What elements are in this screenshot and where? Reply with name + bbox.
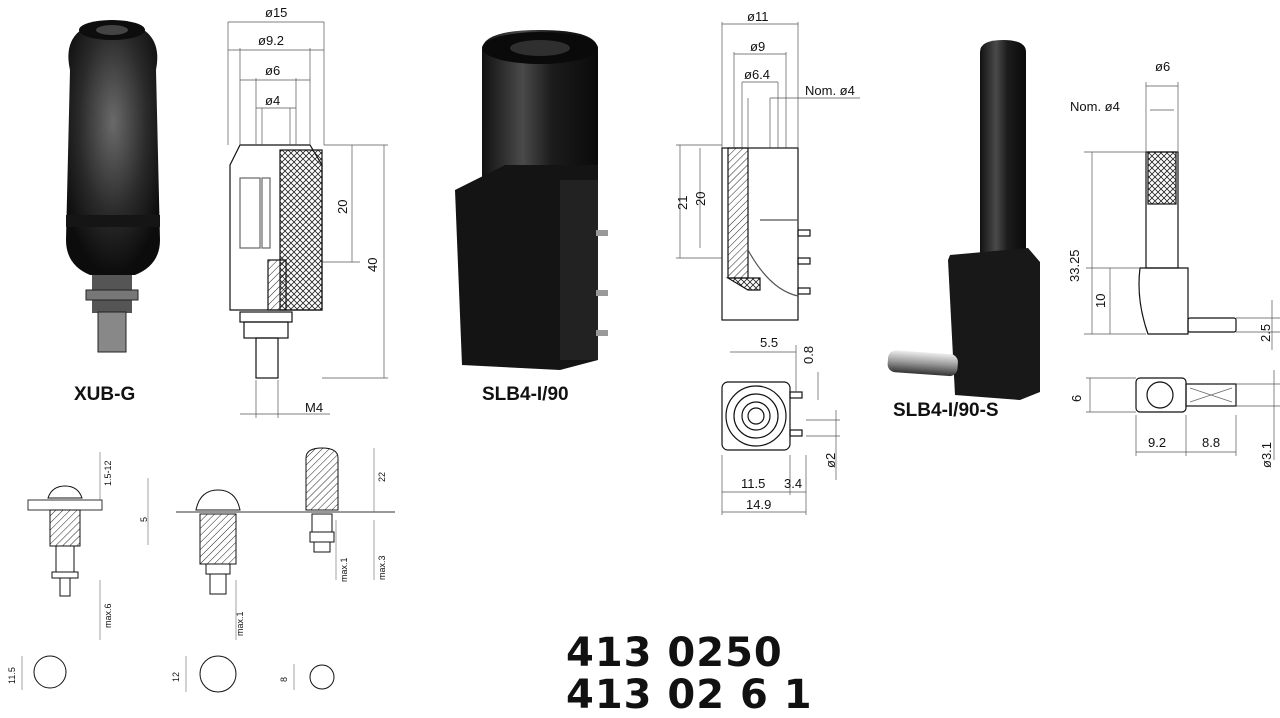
dim-mount-1-5-12: 1.5-12	[103, 460, 113, 486]
slb4-i90-s-photo	[887, 40, 1040, 400]
datasheet-page: XUB-G SLB4-I/90 SLB4-I/90-S ø15 ø9.2 ø6 …	[7, 5, 1280, 718]
dim-slb-d11: ø11	[747, 9, 769, 24]
slb4-i90-top-view	[721, 345, 840, 515]
dim-mount-max1-b: max.1	[339, 557, 349, 582]
dim-slb-t0-8: 0.8	[801, 345, 816, 364]
dim-mount-hole-11-5: 11.5	[7, 667, 17, 684]
dim-slb-h21: 21	[675, 195, 690, 210]
dim-xub-d9-2: ø9.2	[258, 33, 285, 48]
dim-slbs-h33-25: 33.25	[1067, 249, 1082, 282]
slb4-i90-drawing	[676, 22, 860, 321]
dim-slb-w3-4: 3.4	[784, 476, 803, 491]
xub-g-drawing	[227, 21, 388, 418]
handwritten-part-number-1: 413 0250	[566, 630, 783, 676]
xub-g-photo	[66, 20, 160, 353]
dim-mount-max6: max.6	[103, 603, 113, 628]
dim-mount-hole-8: 8	[279, 676, 289, 682]
dim-slb-h20: 20	[693, 191, 708, 206]
slb4-i90-s-drawing	[1084, 82, 1280, 350]
product-label-slb4-i90-s: SLB4-I/90-S	[893, 400, 999, 421]
dim-mount-hole-12: 12	[171, 671, 181, 682]
handwritten-part-number-2: 413 02 6 1	[566, 672, 813, 718]
dim-slbs-w8-8: 8.8	[1202, 435, 1221, 450]
panel-mounting-drawings	[21, 447, 395, 693]
dim-slbs-w9-2: 9.2	[1148, 435, 1167, 450]
dim-slb-pin-d2: ø2	[823, 452, 838, 468]
dim-mount-22: 22	[377, 471, 387, 482]
product-label-xub-g: XUB-G	[74, 384, 136, 405]
dim-xub-thread: M4	[305, 400, 324, 415]
dim-slbs-h2-5: 2.5	[1258, 323, 1273, 342]
slb4-i90-s-top-view	[1086, 370, 1280, 460]
dim-slb-w14-9: 14.9	[746, 497, 772, 512]
dim-slbs-nom: Nom. ø4	[1070, 99, 1120, 114]
slb4-i90-photo	[455, 30, 608, 370]
dim-slb-w11-5: 11.5	[741, 476, 766, 491]
technical-drawings	[21, 20, 1280, 693]
dim-xub-d6: ø6	[265, 63, 281, 78]
dim-mount-max1-a: max.1	[235, 611, 245, 636]
dim-mount-5: 5	[139, 516, 149, 522]
dim-slbs-h10: 10	[1093, 293, 1108, 308]
dim-slbs-pin-d3-1: ø3.1	[1259, 441, 1274, 468]
dim-xub-d4: ø4	[265, 93, 281, 108]
dim-slb-w5-5: 5.5	[760, 335, 779, 350]
product-label-slb4-i90: SLB4-I/90	[482, 384, 569, 405]
dim-slbs-d6: ø6	[1155, 59, 1171, 74]
dim-slbs-h6: 6	[1069, 394, 1084, 402]
dim-mount-max3: max.3	[377, 555, 387, 580]
dim-xub-d15: ø15	[265, 5, 288, 20]
dim-slb-d9: ø9	[750, 39, 766, 54]
dim-slb-nom: Nom. ø4	[805, 83, 855, 98]
dim-slb-d6-4: ø6.4	[744, 67, 771, 82]
dim-xub-h40: 40	[365, 257, 380, 272]
dim-xub-h20: 20	[335, 199, 350, 214]
